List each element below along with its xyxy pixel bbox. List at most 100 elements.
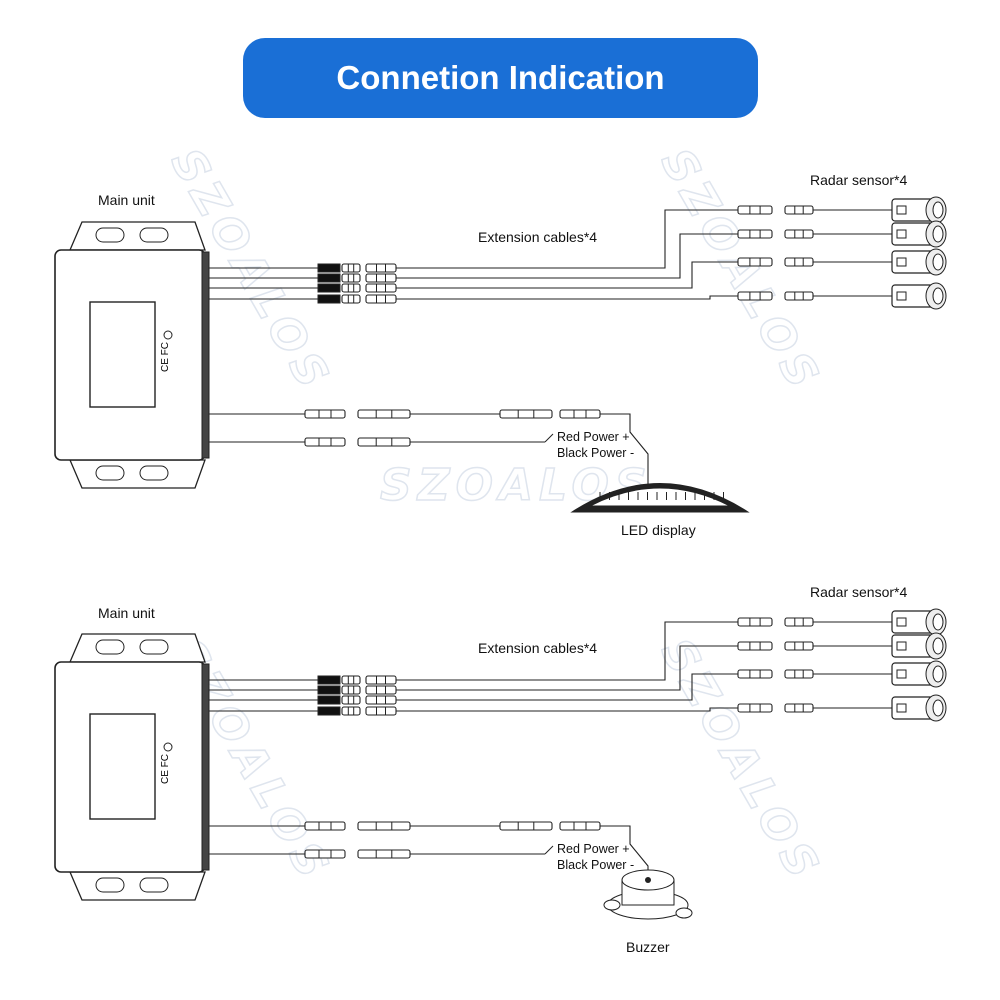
extension-cable xyxy=(209,282,947,310)
extension-end-plug xyxy=(737,291,773,301)
led-display xyxy=(570,483,750,513)
sensor-plug xyxy=(784,617,814,627)
sensor-plug xyxy=(784,291,814,301)
power-plug xyxy=(304,409,346,419)
device-wire xyxy=(600,413,649,490)
extension-end-plug xyxy=(737,617,773,627)
radar-sensor-face xyxy=(932,699,944,717)
label-plate xyxy=(89,713,156,820)
socket-plug xyxy=(341,273,361,283)
power-leads xyxy=(209,409,649,490)
socket-plug xyxy=(341,294,361,304)
socket-plug xyxy=(341,675,361,685)
red-power-label: Red Power + xyxy=(557,842,630,856)
rohs-mark xyxy=(163,330,173,340)
mounting-tab xyxy=(69,871,206,901)
unit-socket xyxy=(317,294,341,304)
radar-sensor xyxy=(891,608,947,636)
main-unit-label: Main unit xyxy=(98,605,155,621)
power-leads xyxy=(209,821,649,902)
sensor-plug xyxy=(784,257,814,267)
extension-plug xyxy=(365,685,397,695)
radar-sensor-face xyxy=(932,201,944,219)
buzzer-ear xyxy=(675,907,693,919)
unit-socket xyxy=(317,273,341,283)
radar-sensor xyxy=(891,694,947,722)
socket-plug xyxy=(341,263,361,273)
radar-sensor-label: Radar sensor*4 xyxy=(810,584,907,600)
page-title: Connetion Indication xyxy=(336,59,665,96)
sensor-plug xyxy=(784,205,814,215)
label-plate xyxy=(89,301,156,408)
mounting-slot xyxy=(95,877,125,893)
rohs-mark xyxy=(163,742,173,752)
radar-sensor-label: Radar sensor*4 xyxy=(810,172,907,188)
main-unit-label: Main unit xyxy=(98,192,155,208)
extension-plug xyxy=(365,706,397,716)
extension-plug xyxy=(365,283,397,293)
extension-plug xyxy=(365,675,397,685)
mounting-tab xyxy=(69,221,206,251)
buzzer xyxy=(603,869,693,920)
mounting-tab xyxy=(69,459,206,489)
power-plug xyxy=(304,437,346,447)
extension-wire xyxy=(396,261,738,289)
radar-sensor xyxy=(891,632,947,660)
led-display-label: LED display xyxy=(621,522,696,538)
extension-wire xyxy=(396,621,738,681)
sensor-plug xyxy=(784,229,814,239)
extension-cable xyxy=(209,660,947,705)
main-unit-side xyxy=(201,663,210,871)
socket-plug xyxy=(341,706,361,716)
power-socket xyxy=(357,437,411,447)
extension-end-plug xyxy=(737,669,773,679)
extension-cable xyxy=(209,248,947,293)
power-socket xyxy=(357,409,411,419)
radar-sensor-tab xyxy=(896,291,907,301)
radar-sensor xyxy=(891,220,947,248)
power-socket xyxy=(357,821,411,831)
radar-sensor-face xyxy=(932,253,944,271)
extension-wire xyxy=(396,645,738,691)
extension-plug xyxy=(365,263,397,273)
extension-cables-label: Extension cables*4 xyxy=(478,640,597,656)
mounting-slot xyxy=(139,465,169,481)
radar-sensor-tab xyxy=(896,205,907,215)
red-wire-tick xyxy=(544,845,554,855)
buzzer-label: Buzzer xyxy=(626,939,670,955)
socket-plug xyxy=(341,283,361,293)
extension-end-plug xyxy=(737,205,773,215)
radar-sensor xyxy=(891,660,947,688)
power-plug xyxy=(304,821,346,831)
main-unit: CE FC xyxy=(54,221,210,489)
watermark-text: SZOALOS xyxy=(650,140,830,402)
device-socket xyxy=(559,821,601,831)
title-banner: Connetion Indication xyxy=(243,38,758,118)
red-power-label: Red Power + xyxy=(557,430,630,444)
radar-sensor-face xyxy=(932,665,944,683)
radar-sensor-face xyxy=(932,225,944,243)
radar-sensor-face xyxy=(932,613,944,631)
extension-end-plug xyxy=(737,257,773,267)
unit-socket xyxy=(317,675,341,685)
power-socket xyxy=(357,849,411,859)
extension-plug xyxy=(365,695,397,705)
black-power-label: Black Power - xyxy=(557,446,634,460)
ce-mark: CE FC xyxy=(160,342,171,372)
extension-cable xyxy=(209,220,947,283)
radar-sensor-tab xyxy=(896,703,907,713)
radar-sensor xyxy=(891,248,947,276)
extension-wire xyxy=(396,707,738,712)
buzzer-hole xyxy=(645,877,651,883)
radar-sensor-tab xyxy=(896,617,907,627)
extension-cable xyxy=(209,608,947,685)
mounting-slot xyxy=(139,639,169,655)
radar-sensor-face xyxy=(932,637,944,655)
extension-plug xyxy=(365,273,397,283)
ce-mark: CE FC xyxy=(160,754,171,784)
radar-sensor-tab xyxy=(896,229,907,239)
mounting-slot xyxy=(139,227,169,243)
radar-sensor-tab xyxy=(896,257,907,267)
